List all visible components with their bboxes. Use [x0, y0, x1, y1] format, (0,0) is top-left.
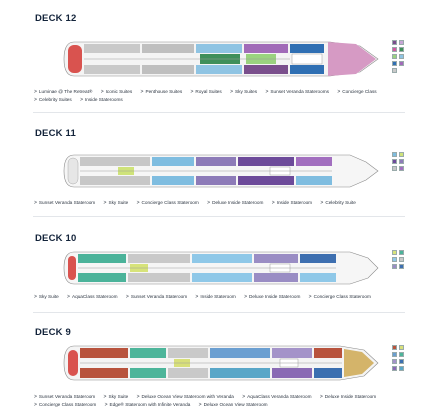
deck-9-legend: >Sunset Veranda Stateroom >Sky Suite >De… [34, 393, 410, 409]
legend-item[interactable]: >Celebrity Suite [320, 200, 356, 206]
divider [33, 312, 405, 313]
legend-item[interactable]: >Concierge Class [337, 89, 377, 95]
legend-item[interactable]: >Inside Stateroom [195, 294, 236, 300]
legend-item[interactable]: >Iconic Suites [100, 89, 133, 95]
legend-item[interactable]: >Deluxe Ocean View Stateroom [198, 402, 268, 408]
deck-12-legend: >Luminae @ The Retreat® >Iconic Suites >… [34, 88, 410, 104]
deck-title: DECK 9 [35, 327, 72, 338]
legend-item[interactable]: >Sky Suite [103, 200, 129, 206]
ship-deckplan-image [63, 41, 379, 77]
legend-item[interactable]: >AquaClass Stateroom [67, 294, 118, 300]
legend-item[interactable]: >Royal Suites [190, 89, 222, 95]
divider [33, 216, 405, 217]
ship-deckplan-image [63, 345, 379, 381]
deck-title: DECK 12 [35, 13, 77, 24]
legend-item[interactable]: >Concierge Class Stateroom [136, 200, 199, 206]
legend-item[interactable]: >Sky Suite [34, 294, 59, 300]
legend-item[interactable]: >Concierge Class Stateroom [34, 402, 97, 408]
deck-title: DECK 11 [35, 128, 77, 139]
deck-10-plan[interactable] [60, 248, 380, 288]
divider [33, 112, 405, 113]
ship-deckplan-image [63, 154, 379, 188]
legend-item[interactable]: >Sky Suite [103, 394, 129, 400]
legend-item[interactable]: >Inside Staterooms [80, 97, 123, 103]
legend-item[interactable]: >Sunset Veranda Staterooms [265, 89, 330, 95]
deck-11-legend: >Sunset Veranda Stateroom >Sky Suite >Co… [34, 199, 410, 207]
legend-item[interactable]: >Edge® Stateroom with Infinite Veranda [104, 402, 191, 408]
legend-item[interactable]: >Sunset Veranda Stateroom [125, 294, 188, 300]
legend-item[interactable]: >Deluxe Ocean View Stateroom with Verand… [136, 394, 234, 400]
legend-item[interactable]: >Inside Stateroom [271, 200, 313, 206]
deck-title: DECK 10 [35, 233, 77, 244]
deck-9-plan[interactable] [60, 341, 380, 385]
legend-item[interactable]: >Deluxe Inside Stateroom [319, 394, 377, 400]
legend-item[interactable]: >Deluxe Inside Stateroom [207, 200, 264, 206]
legend-item[interactable]: >Sky Suites [230, 89, 258, 95]
deck-11-plan[interactable] [60, 150, 380, 192]
deck-12-plan[interactable] [60, 36, 380, 82]
ship-deckplan-image [63, 251, 379, 285]
legend-item[interactable]: >Celebrity Suites [34, 97, 72, 103]
legend-item[interactable]: >Penthouse Suites [140, 89, 183, 95]
legend-item[interactable]: >Sunset Veranda Stateroom [34, 394, 96, 400]
legend-item[interactable]: >Deluxe Inside Stateroom [244, 294, 301, 300]
deck-10-legend: >Sky Suite >AquaClass Stateroom >Sunset … [34, 293, 410, 301]
legend-item[interactable]: >AquaClass Veranda Stateroom [242, 394, 312, 400]
legend-item[interactable]: >Sunset Veranda Stateroom [34, 200, 96, 206]
legend-item[interactable]: >Concierge Class Stateroom [308, 294, 371, 300]
legend-item[interactable]: >Luminae @ The Retreat® [34, 89, 93, 95]
